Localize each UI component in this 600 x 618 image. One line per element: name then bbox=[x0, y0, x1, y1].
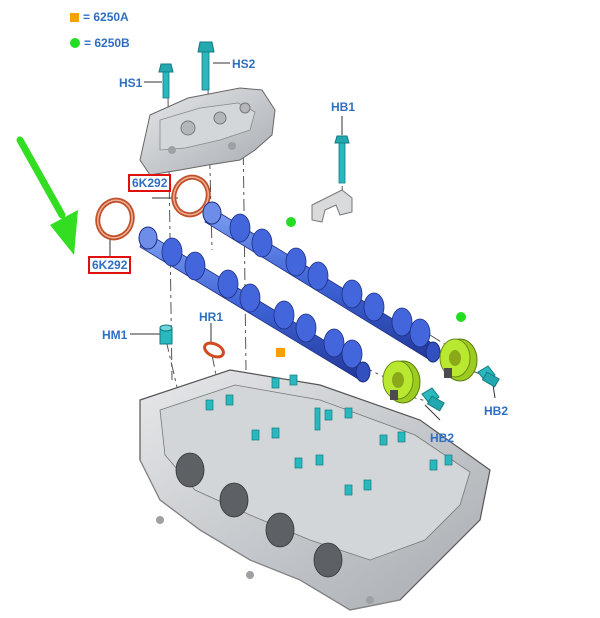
bearing-cap bbox=[311, 189, 353, 223]
legend-item-6250b: = 6250B bbox=[70, 36, 130, 50]
seal-6k292-left-icon bbox=[95, 197, 135, 241]
marker-6250a-camshaft bbox=[276, 348, 285, 357]
cam-phaser-right-icon bbox=[439, 338, 478, 382]
legend-text-6250a: = 6250A bbox=[83, 10, 129, 24]
cam-phaser-left-icon bbox=[382, 360, 421, 404]
plug-hm1-icon bbox=[159, 324, 173, 345]
lower-camshaft bbox=[138, 226, 371, 383]
callout-hb1: HB1 bbox=[331, 100, 356, 114]
callout-hs2: HS2 bbox=[232, 57, 256, 71]
green-dot-icon bbox=[70, 38, 80, 48]
bolt-hs1-icon bbox=[158, 63, 174, 99]
marker-6250b-phaser bbox=[456, 312, 466, 322]
bolt-hb2-left-icon bbox=[421, 387, 445, 412]
callout-hs1: HS1 bbox=[119, 76, 143, 90]
orange-square-icon bbox=[70, 12, 79, 22]
callout-hb2-left: HB2 bbox=[430, 431, 455, 445]
bolt-hb1-icon bbox=[334, 135, 350, 184]
bolt-hs2-icon bbox=[197, 41, 215, 91]
green-arrow-icon bbox=[16, 136, 78, 255]
bolt-hb2-right-icon bbox=[477, 365, 500, 388]
legend-text-6250b: = 6250B bbox=[84, 36, 130, 50]
timing-cover bbox=[139, 87, 276, 176]
cylinder-head bbox=[139, 369, 491, 611]
o-ring-hr1-icon bbox=[203, 341, 225, 359]
legend-item-6250a: = 6250A bbox=[70, 10, 129, 24]
upper-camshaft bbox=[202, 201, 441, 363]
callout-6k292-top: 6K292 bbox=[128, 174, 172, 192]
callout-hb2-right: HB2 bbox=[484, 404, 509, 418]
callout-6k292-left: 6K292 bbox=[88, 256, 132, 274]
marker-6250b-hb1 bbox=[286, 217, 296, 227]
seal-6k292-top-icon bbox=[171, 174, 211, 218]
callout-hr1: HR1 bbox=[199, 310, 224, 324]
callout-hm1: HM1 bbox=[102, 328, 128, 342]
